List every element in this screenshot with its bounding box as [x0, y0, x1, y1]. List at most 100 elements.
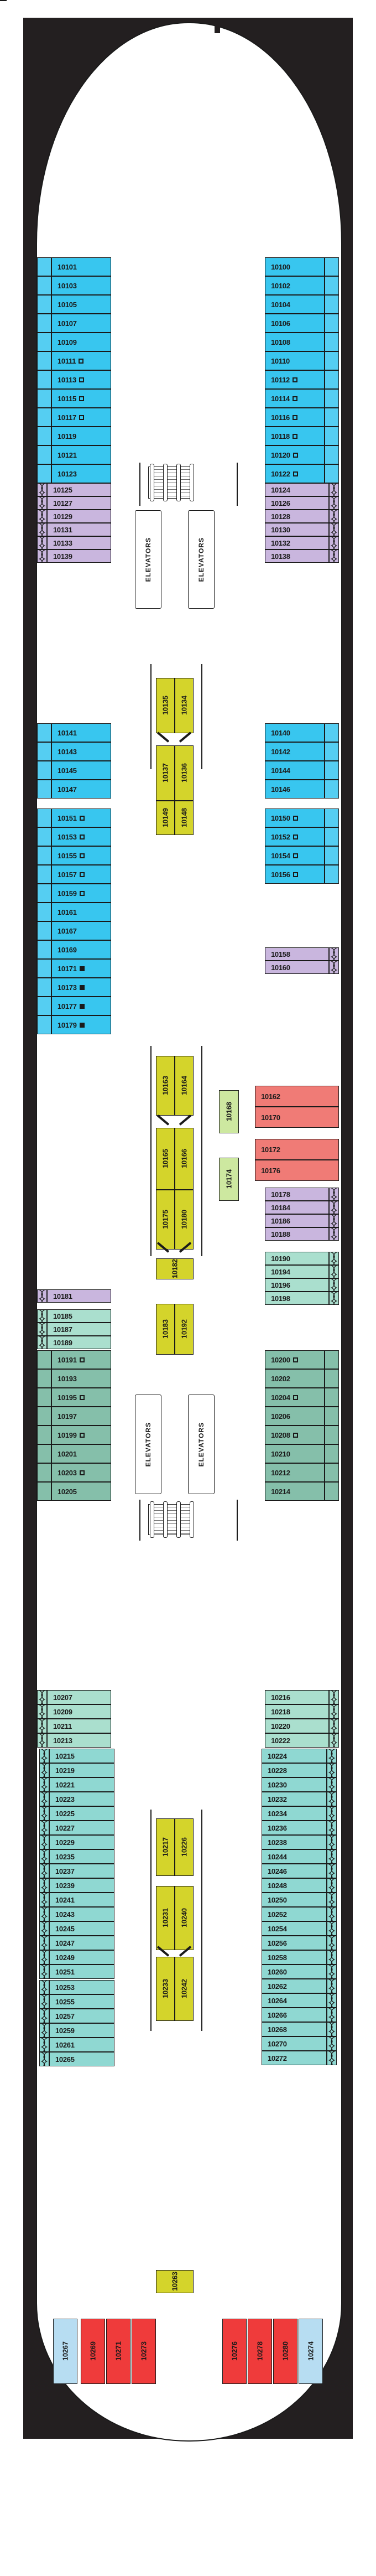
cabin-10136[interactable]: 10136	[175, 745, 194, 801]
cabin-10207[interactable]: 10207	[47, 1690, 111, 1704]
cabin-10182[interactable]: 10182	[156, 1258, 194, 1279]
cabin-10187[interactable]: 10187	[47, 1323, 111, 1336]
cabin-10168[interactable]: 10168	[219, 1090, 239, 1133]
cabin-10148[interactable]: 10148	[175, 801, 194, 835]
cabin-10101[interactable]: 10101	[51, 257, 111, 276]
cabin-10140[interactable]: 10140	[265, 723, 325, 742]
cabin-10232[interactable]: 10232	[262, 1792, 327, 1806]
cabin-10105[interactable]: 10105	[51, 295, 111, 314]
cabin-10249[interactable]: 10249	[49, 1950, 114, 1965]
cabin-10111[interactable]: 10111	[51, 351, 111, 370]
cabin-10107[interactable]: 10107	[51, 314, 111, 333]
cabin-10255[interactable]: 10255	[49, 1994, 114, 2009]
cabin-10211[interactable]: 10211	[47, 1719, 111, 1733]
cabin-10261[interactable]: 10261	[49, 2038, 114, 2052]
cabin-10130[interactable]: 10130	[265, 523, 329, 536]
cabin-10233[interactable]: 10233	[156, 1957, 175, 2021]
cabin-10270[interactable]: 10270	[262, 2036, 327, 2051]
cabin-10104[interactable]: 10104	[265, 295, 325, 314]
cabin-10127[interactable]: 10127	[47, 496, 111, 510]
cabin-10252[interactable]: 10252	[262, 1907, 327, 1921]
cabin-10109[interactable]: 10109	[51, 333, 111, 351]
cabin-10198[interactable]: 10198	[265, 1292, 329, 1305]
cabin-10214[interactable]: 10214	[265, 1482, 325, 1501]
cabin-10219[interactable]: 10219	[49, 1763, 114, 1777]
cabin-10139[interactable]: 10139	[47, 550, 111, 563]
cabin-10215[interactable]: 10215	[49, 1749, 114, 1763]
cabin-10254[interactable]: 10254	[262, 1921, 327, 1936]
cabin-10162[interactable]: 10162	[255, 1086, 339, 1107]
cabin-10154[interactable]: 10154	[265, 846, 325, 865]
cabin-10114[interactable]: 10114	[265, 389, 325, 408]
cabin-10115[interactable]: 10115	[51, 389, 111, 408]
cabin-10185[interactable]: 10185	[47, 1309, 111, 1323]
cabin-10135[interactable]: 10135	[156, 678, 175, 733]
cabin-10147[interactable]: 10147	[51, 780, 111, 799]
cabin-10204[interactable]: 10204	[265, 1388, 325, 1407]
cabin-10246[interactable]: 10246	[262, 1864, 327, 1878]
cabin-10245[interactable]: 10245	[49, 1921, 114, 1936]
cabin-10163[interactable]: 10163	[156, 1056, 175, 1116]
cabin-10159[interactable]: 10159	[51, 884, 111, 903]
cabin-10257[interactable]: 10257	[49, 2009, 114, 2023]
cabin-10196[interactable]: 10196	[265, 1278, 329, 1292]
cabin-10169[interactable]: 10169	[51, 940, 111, 959]
cabin-10166[interactable]: 10166	[175, 1128, 194, 1190]
cabin-10183[interactable]: 10183	[156, 1304, 175, 1355]
cabin-10235[interactable]: 10235	[49, 1849, 114, 1864]
cabin-10243[interactable]: 10243	[49, 1907, 114, 1921]
cabin-10110[interactable]: 10110	[265, 351, 325, 370]
cabin-10190[interactable]: 10190	[265, 1252, 329, 1265]
cabin-10133[interactable]: 10133	[47, 536, 111, 550]
cabin-10124[interactable]: 10124	[265, 483, 329, 496]
cabin-10123[interactable]: 10123	[51, 464, 111, 483]
cabin-10143[interactable]: 10143	[51, 742, 111, 761]
cabin-10192[interactable]: 10192	[175, 1304, 194, 1355]
cabin-10116[interactable]: 10116	[265, 408, 325, 427]
cabin-10189[interactable]: 10189	[47, 1336, 111, 1349]
cabin-10247[interactable]: 10247	[49, 1936, 114, 1950]
cabin-10145[interactable]: 10145	[51, 761, 111, 780]
cabin-10106[interactable]: 10106	[265, 314, 325, 333]
cabin-10177[interactable]: 10177	[51, 997, 111, 1015]
cabin-10157[interactable]: 10157	[51, 865, 111, 884]
cabin-10144[interactable]: 10144	[265, 761, 325, 780]
cabin-10108[interactable]: 10108	[265, 333, 325, 351]
cabin-10131[interactable]: 10131	[47, 523, 111, 536]
cabin-10237[interactable]: 10237	[49, 1864, 114, 1878]
cabin-10253[interactable]: 10253	[49, 1980, 114, 1994]
elevator-shaft-stbd[interactable]: ELEVATORS	[188, 510, 215, 609]
cabin-10203[interactable]: 10203	[51, 1463, 111, 1482]
cabin-10208[interactable]: 10208	[265, 1426, 325, 1444]
cabin-10223[interactable]: 10223	[49, 1792, 114, 1806]
cabin-10150[interactable]: 10150	[265, 808, 325, 827]
cabin-10278[interactable]: 10278	[248, 2319, 272, 2384]
cabin-10137[interactable]: 10137	[156, 745, 175, 801]
cabin-10141[interactable]: 10141	[51, 723, 111, 742]
cabin-10173[interactable]: 10173	[51, 978, 111, 997]
cabin-10152[interactable]: 10152	[265, 827, 325, 846]
cabin-10186[interactable]: 10186	[265, 1214, 329, 1227]
cabin-10188[interactable]: 10188	[265, 1227, 329, 1241]
cabin-10153[interactable]: 10153	[51, 827, 111, 846]
cabin-10181[interactable]: 10181	[47, 1289, 111, 1303]
cabin-10180[interactable]: 10180	[175, 1190, 194, 1250]
cabin-10250[interactable]: 10250	[262, 1893, 327, 1907]
cabin-10274[interactable]: 10274	[299, 2319, 323, 2384]
cabin-10267[interactable]: 10267	[53, 2319, 77, 2384]
cabin-10256[interactable]: 10256	[262, 1936, 327, 1950]
cabin-10265[interactable]: 10265	[49, 2052, 114, 2066]
cabin-10132[interactable]: 10132	[265, 536, 329, 550]
cabin-10209[interactable]: 10209	[47, 1704, 111, 1719]
cabin-10205[interactable]: 10205	[51, 1482, 111, 1501]
cabin-10103[interactable]: 10103	[51, 276, 111, 295]
cabin-10268[interactable]: 10268	[262, 2022, 327, 2036]
cabin-10269[interactable]: 10269	[81, 2319, 105, 2384]
elevator-shaft-port[interactable]: ELEVATORS	[135, 510, 161, 609]
cabin-10118[interactable]: 10118	[265, 427, 325, 445]
cabin-10266[interactable]: 10266	[262, 2008, 327, 2022]
cabin-10228[interactable]: 10228	[262, 1763, 327, 1777]
cabin-10202[interactable]: 10202	[265, 1369, 325, 1388]
cabin-10271[interactable]: 10271	[106, 2319, 130, 2384]
cabin-10201[interactable]: 10201	[51, 1444, 111, 1463]
